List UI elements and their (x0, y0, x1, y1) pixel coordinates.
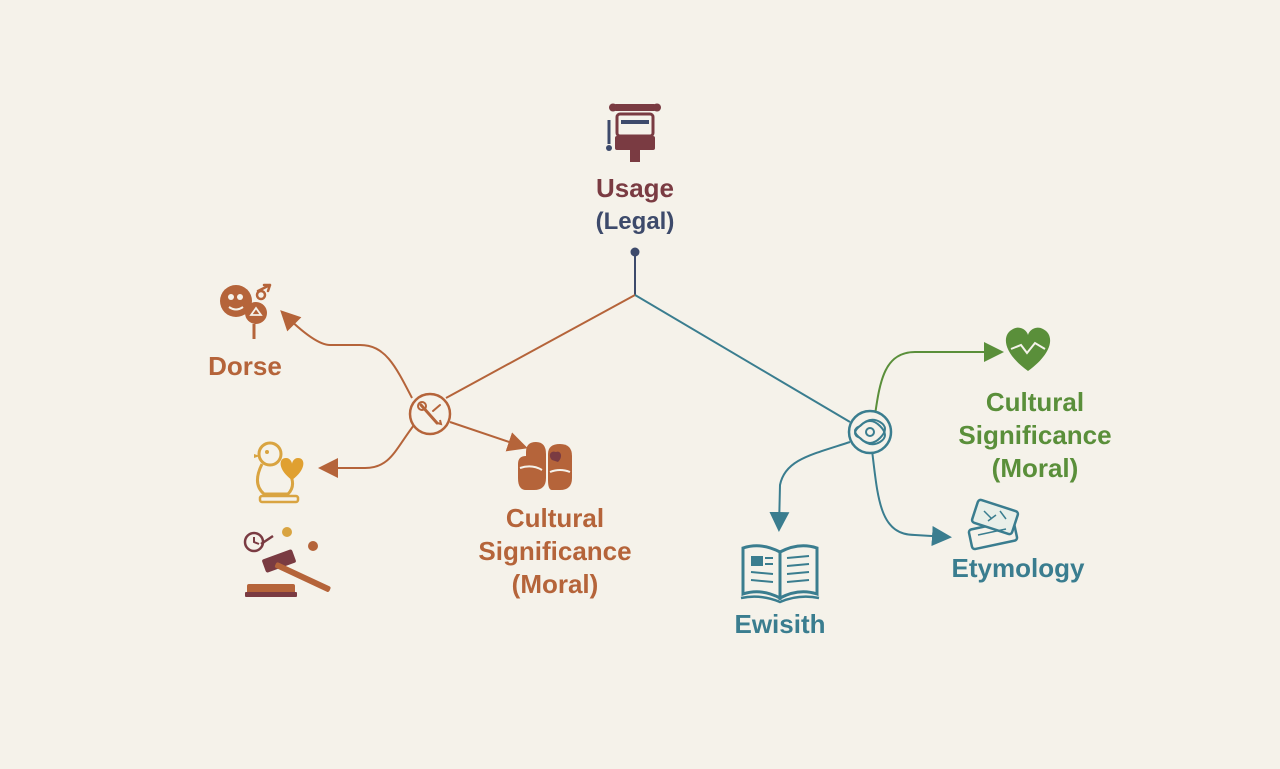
gavel-icon (243, 527, 331, 597)
tablets-icon (967, 498, 1020, 551)
link-left-hub-dorse (280, 310, 413, 399)
book-icon (740, 544, 820, 604)
left-cultural-label: Cultural Significance (Moral) (478, 503, 632, 599)
root-stem (630, 247, 640, 295)
root-title: Usage (595, 173, 675, 203)
root-subtitle: (Legal) (595, 208, 675, 235)
ewisith-label: Ewisith (734, 609, 826, 639)
dorse-icon (220, 283, 272, 339)
right-cultural-label: Cultural Significance (Moral) (958, 387, 1112, 483)
link-right-hub-heart (874, 342, 1004, 416)
legal-machine-icon (606, 103, 661, 162)
hands-icon (518, 442, 572, 490)
link-root-left-hub (445, 294, 636, 399)
heart-icon (1005, 327, 1051, 371)
tools-hub-icon (408, 392, 452, 436)
link-left-hub-hands (449, 421, 528, 452)
dorse-label: Dorse (208, 351, 282, 381)
link-root-right-hub (634, 294, 851, 423)
root-node: Usage (Legal) (585, 172, 685, 238)
bird-heart-icon (254, 441, 304, 504)
link-right-hub-etymology (871, 449, 952, 547)
link-left-hub-bird (318, 424, 415, 478)
link-right-hub-book (769, 441, 851, 532)
knot-hub-icon (847, 409, 893, 455)
etymology-label: Etymology (951, 553, 1085, 583)
